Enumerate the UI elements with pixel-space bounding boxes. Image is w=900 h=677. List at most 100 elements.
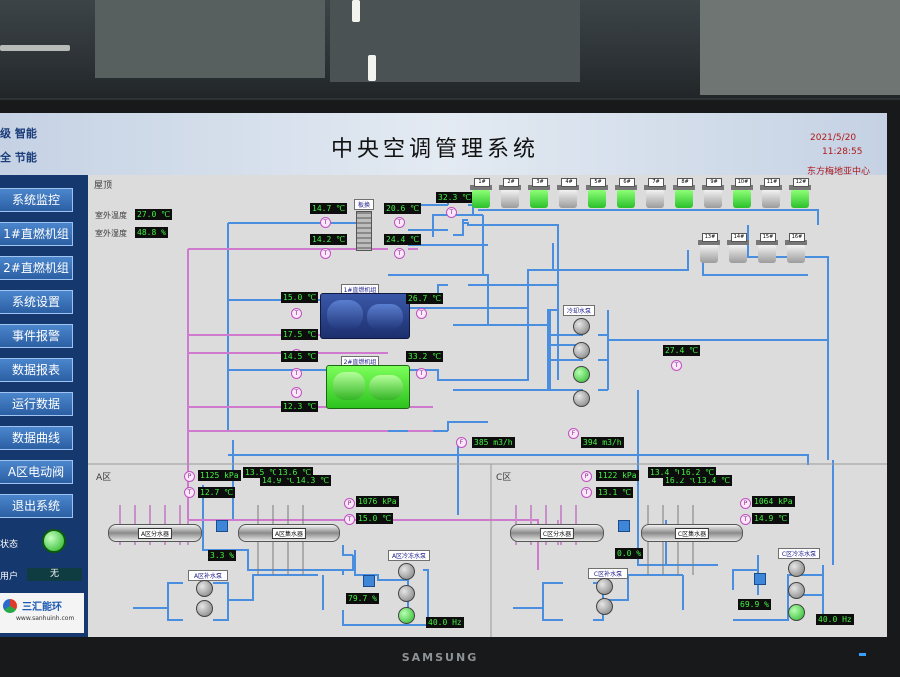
cooling-tower[interactable]: 13# xyxy=(698,233,720,263)
zone-c-frequency: 40.0 Hz xyxy=(816,614,854,625)
zone-c-branch-temp: 13.4 ℃ xyxy=(695,475,733,486)
menu-exit-system[interactable]: 退出系统 xyxy=(0,494,73,518)
cooling-tower-number: 13# xyxy=(702,233,718,242)
ceiling-lamp xyxy=(0,45,70,51)
cooling-tower[interactable]: 15# xyxy=(756,233,778,263)
cooling-tower[interactable]: 11# xyxy=(760,178,782,208)
zone-a-collector-label: A区集水器 xyxy=(271,528,307,539)
cooling-tower-body xyxy=(762,190,780,208)
cooling-tower[interactable]: 1# xyxy=(470,178,492,208)
cooling-tower-number: 8# xyxy=(677,178,693,187)
zone-a-branch-temp: 14.9 ℃ xyxy=(260,475,298,486)
zone-a-branch-temp: 13.6 ℃ xyxy=(276,467,314,478)
zone-a-return-temp: 15.0 ℃ xyxy=(356,513,394,524)
cooling-tower-fan xyxy=(698,240,720,245)
menu-event-alarm[interactable]: 事件报警 xyxy=(0,324,73,348)
chilled-pump-icon[interactable] xyxy=(398,563,415,580)
chilled-pump-icon[interactable] xyxy=(788,560,805,577)
cooling-tower[interactable]: 3# xyxy=(528,178,550,208)
cooling-tower[interactable]: 8# xyxy=(673,178,695,208)
menu-system-monitor[interactable]: 系统监控 xyxy=(0,188,73,212)
pressure-sensor-icon: P xyxy=(740,498,751,509)
chiller-2-cw-temp: 33.2 ℃ xyxy=(406,351,444,362)
flow-a-value: 385 m3/h xyxy=(472,437,515,448)
zone-a-frequency: 40.0 Hz xyxy=(426,617,464,628)
chilled-pump-icon[interactable] xyxy=(398,607,415,624)
menu-zone-a-valve[interactable]: A区电动阀 xyxy=(0,460,73,484)
slogan-line-2: 全 节能 xyxy=(0,151,37,164)
chilled-pump-icon[interactable] xyxy=(788,604,805,621)
makeup-pump-icon[interactable] xyxy=(596,578,613,595)
organization-name: 东方梅地亚中心 xyxy=(807,167,871,177)
menu-data-curve[interactable]: 数据曲线 xyxy=(0,426,73,450)
zone-a-title: A区 xyxy=(96,473,112,483)
chiller-1-out-temp: 17.5 ℃ xyxy=(281,329,319,340)
cooling-tower-body xyxy=(617,190,635,208)
valve-icon[interactable] xyxy=(618,520,630,532)
menu-data-report[interactable]: 数据报表 xyxy=(0,358,73,382)
flow-c-value: 394 m3/h xyxy=(581,437,624,448)
temp-sensor-icon: T xyxy=(416,368,427,379)
plate-exchanger xyxy=(356,211,372,251)
chiller-2-out-temp: 12.3 ℃ xyxy=(281,401,319,412)
temp-sensor-icon: T xyxy=(416,308,427,319)
chiller-2-unit[interactable] xyxy=(326,365,410,409)
cooling-pump-icon[interactable] xyxy=(573,390,590,407)
cooling-tower-fan xyxy=(470,185,492,190)
room-background xyxy=(0,0,900,110)
chiller-1-cw-temp: 26.7 ℃ xyxy=(406,293,444,304)
cooling-tower-number: 16# xyxy=(789,233,805,242)
makeup-pump-icon[interactable] xyxy=(196,600,213,617)
temp-sensor-icon: T xyxy=(320,248,331,259)
valve-icon[interactable] xyxy=(216,520,228,532)
cooling-pump-icon[interactable] xyxy=(573,366,590,383)
valve-icon[interactable] xyxy=(754,573,766,585)
cooling-tower-number: 7# xyxy=(648,178,664,187)
cooling-tower-fan xyxy=(528,185,550,190)
cooling-tower[interactable]: 14# xyxy=(727,233,749,263)
temp-sensor-icon: T xyxy=(671,360,682,371)
temp-sensor-icon: T xyxy=(394,248,405,259)
cooling-tower[interactable]: 10# xyxy=(731,178,753,208)
ceiling-lamp xyxy=(352,0,360,22)
zone-c-return-pressure: 1064 kPa xyxy=(752,496,795,507)
cooling-tower[interactable]: 2# xyxy=(499,178,521,208)
menu-chiller-2[interactable]: 2#直燃机组 xyxy=(0,256,73,280)
zone-c-collector-label: C区集水器 xyxy=(674,528,710,539)
chiller-1-unit[interactable] xyxy=(320,293,410,339)
cooling-tower-fan xyxy=(615,185,637,190)
cooling-tower[interactable]: 5# xyxy=(586,178,608,208)
cooling-tower-number: 4# xyxy=(561,178,577,187)
cooling-tower[interactable]: 7# xyxy=(644,178,666,208)
cooling-tower[interactable]: 4# xyxy=(557,178,579,208)
temp-sensor-icon: T xyxy=(740,514,751,525)
pressure-sensor-icon: P xyxy=(184,471,195,482)
cooling-tower-fan xyxy=(727,240,749,245)
cooling-tower[interactable]: 12# xyxy=(789,178,811,208)
chiller-2-in-temp: 14.5 ℃ xyxy=(281,351,319,362)
cooling-tower-body xyxy=(501,190,519,208)
exchanger-temp-left-top: 14.7 ℃ xyxy=(310,203,348,214)
menu-chiller-1[interactable]: 1#直燃机组 xyxy=(0,222,73,246)
cooling-tower-body xyxy=(588,190,606,208)
cooling-tower[interactable]: 6# xyxy=(615,178,637,208)
valve-icon[interactable] xyxy=(363,575,375,587)
makeup-pump-icon[interactable] xyxy=(596,598,613,615)
chilled-pump-icon[interactable] xyxy=(398,585,415,602)
menu-system-settings[interactable]: 系统设置 xyxy=(0,290,73,314)
cooling-pump-icon[interactable] xyxy=(573,318,590,335)
cooling-pump-icon[interactable] xyxy=(573,342,590,359)
cooling-tower-number: 6# xyxy=(619,178,635,187)
zone-c-vfd: 69.9 % xyxy=(738,599,771,610)
header-bar: 级 智能 全 节能 中央空调管理系统 2021/5/20 11:28:55 东方… xyxy=(0,113,887,177)
chilled-pump-icon[interactable] xyxy=(788,582,805,599)
zone-a-return-pressure: 1076 kPa xyxy=(356,496,399,507)
makeup-pump-icon[interactable] xyxy=(196,580,213,597)
zone-c-collector: C区集水器 xyxy=(641,524,743,542)
cooling-tower[interactable]: 9# xyxy=(702,178,724,208)
cooling-tower[interactable]: 16# xyxy=(785,233,807,263)
outdoor-humidity-value: 48.8 % xyxy=(135,227,168,238)
cooling-tower-number: 1# xyxy=(474,178,490,187)
menu-run-data[interactable]: 运行数据 xyxy=(0,392,73,416)
cooling-tower-body xyxy=(646,190,664,208)
